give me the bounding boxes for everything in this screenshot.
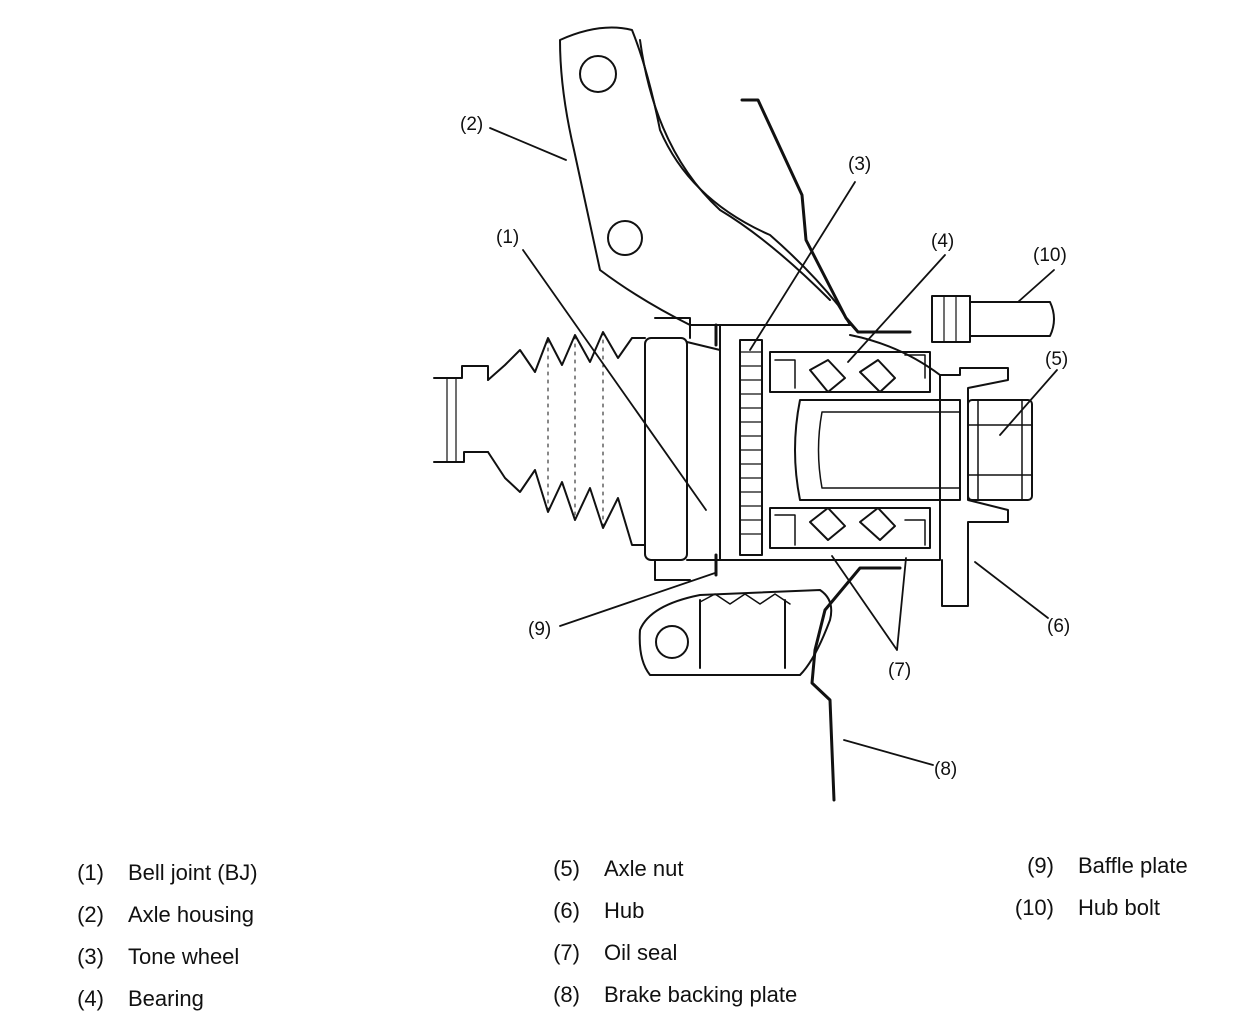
driveshaft-boot-drawing bbox=[433, 331, 646, 546]
callout-1: (1) bbox=[496, 227, 519, 248]
legend-item: (7) Oil seal bbox=[528, 932, 797, 974]
legend-number: (4) bbox=[77, 986, 104, 1011]
legend-number: (8) bbox=[553, 982, 580, 1007]
legend-item: (10) Hub bolt bbox=[1002, 887, 1188, 929]
legend-text: Hub bolt bbox=[1078, 895, 1160, 920]
callout-7: (7) bbox=[888, 660, 911, 681]
bell-joint-drawing bbox=[644, 317, 721, 581]
callout-2: (2) bbox=[460, 114, 483, 135]
brake-backing-plate-drawing bbox=[740, 98, 912, 802]
legend-number: (5) bbox=[553, 856, 580, 881]
legend-text: Bell joint (BJ) bbox=[128, 860, 258, 885]
callout-10: (10) bbox=[1033, 245, 1067, 266]
legend-number: (6) bbox=[553, 898, 580, 923]
hub-drawing bbox=[794, 367, 1009, 607]
legend-item: (9) Baffle plate bbox=[1002, 845, 1188, 887]
tone-wheel-drawing bbox=[739, 339, 763, 556]
leader-lines bbox=[489, 127, 1058, 766]
axle-housing-drawing bbox=[559, 26, 941, 676]
legend-item: (1) Bell joint (BJ) bbox=[52, 852, 258, 894]
legend-number: (3) bbox=[77, 944, 104, 969]
legend-item: (8) Brake backing plate bbox=[528, 974, 797, 1016]
bearing-drawing bbox=[769, 351, 931, 549]
legend-number: (2) bbox=[77, 902, 104, 927]
callout-9: (9) bbox=[528, 619, 551, 640]
legend-text: Hub bbox=[604, 898, 645, 923]
legend-number: (7) bbox=[553, 940, 580, 965]
legend-text: Tone wheel bbox=[128, 944, 240, 969]
callout-6: (6) bbox=[1047, 616, 1070, 637]
legend-text: Bearing bbox=[128, 986, 204, 1011]
callout-8: (8) bbox=[934, 759, 957, 780]
legend-text: Brake backing plate bbox=[604, 982, 798, 1007]
legend-column-3: (9) Baffle plate (10) Hub bolt bbox=[1002, 845, 1188, 929]
legend-text: Axle nut bbox=[604, 856, 684, 881]
legend-text: Axle housing bbox=[128, 902, 254, 927]
legend-column-2: (5) Axle nut (6) Hub (7) Oil seal (8) Brake … bbox=[528, 848, 797, 1016]
legend-text: Baffle plate bbox=[1078, 853, 1188, 878]
legend-number: (10) bbox=[1014, 895, 1054, 920]
legend-item: (3) Tone wheel bbox=[52, 936, 258, 978]
callout-5: (5) bbox=[1045, 349, 1068, 370]
legend-item: (5) Axle nut bbox=[528, 848, 797, 890]
axle-cross-section-diagram: (1) (2) (3) (4) (5) (6) (7) (8) (9) (10) bbox=[433, 26, 1070, 802]
legend-column-1: (1) Bell joint (BJ) (2) Axle housing (3) To… bbox=[52, 852, 258, 1020]
legend-item: (2) Axle housing bbox=[52, 894, 258, 936]
legend-item: (4) Bearing bbox=[52, 978, 258, 1020]
callout-4: (4) bbox=[931, 231, 954, 252]
hub-bolt-drawing bbox=[931, 295, 1055, 343]
legend-number: (1) bbox=[77, 860, 104, 885]
callout-3: (3) bbox=[848, 154, 871, 175]
legend-text: Oil seal bbox=[604, 940, 678, 965]
legend-item: (6) Hub bbox=[528, 890, 797, 932]
legend-number: (9) bbox=[1027, 853, 1054, 878]
axle-nut-drawing bbox=[967, 399, 1033, 501]
